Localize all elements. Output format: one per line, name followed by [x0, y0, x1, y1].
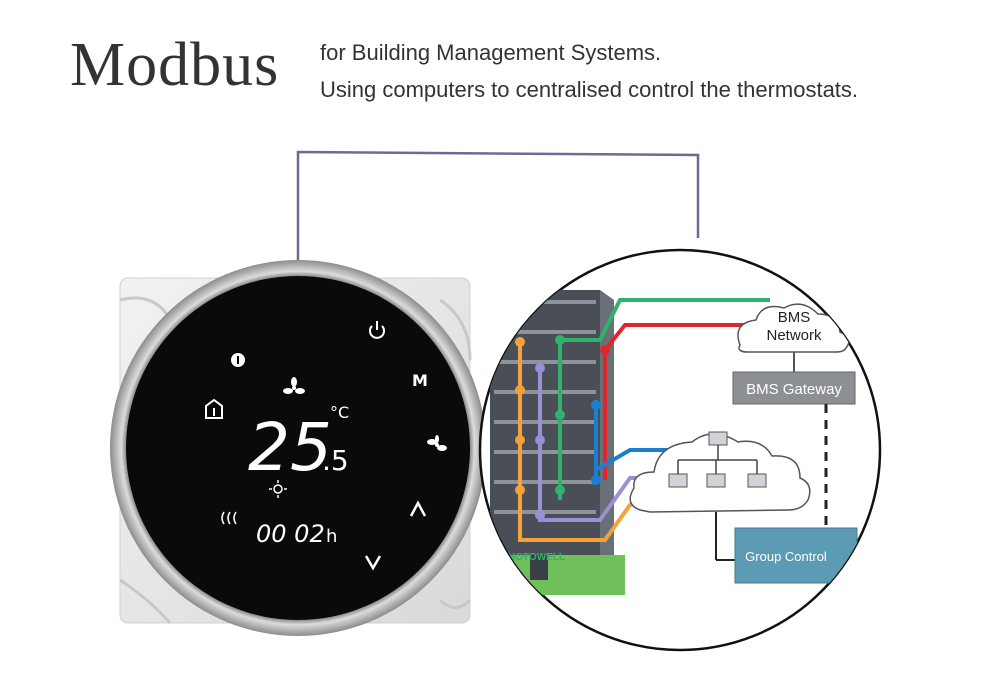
- timer-unit: h: [326, 526, 337, 547]
- thermostat-screen: [126, 276, 470, 620]
- group-control-label: Group Control: [745, 549, 827, 564]
- bms-gateway-box: [732, 371, 856, 405]
- fan-speed-icon[interactable]: [427, 435, 447, 451]
- up-arrow-icon[interactable]: [409, 500, 427, 517]
- down-arrow-icon[interactable]: [364, 555, 382, 571]
- bms-network-label-line2: Network: [766, 327, 822, 344]
- temperature-unit: °C: [330, 403, 349, 422]
- computer-network-cloud: [629, 431, 811, 513]
- info-icon: [231, 353, 245, 367]
- building-logo: HOTOWELL: [508, 552, 565, 563]
- group-control-box: [734, 527, 858, 584]
- connection-line: [296, 150, 700, 262]
- subtitle-line-1: for Building Management Systems.: [320, 40, 662, 65]
- home-icon: [205, 398, 223, 419]
- subtitle-line-2: Using computers to centralised control t…: [320, 77, 859, 102]
- thermostat-device: M 25 .5 °C 00 02 h: [110, 260, 486, 636]
- mode-icon[interactable]: M: [412, 371, 428, 390]
- temperature-decimal: .5: [322, 444, 349, 477]
- heat-icon: [221, 511, 237, 525]
- bms-network-label-line1: BMS: [778, 309, 811, 326]
- fan-icon: [283, 377, 305, 394]
- bms-gateway-label: BMS Gateway: [746, 381, 842, 398]
- sun-icon: [269, 480, 287, 498]
- page-title: Modbus: [70, 31, 280, 99]
- network-diagram: HOTOWELL BMS Network: [478, 248, 882, 652]
- power-icon[interactable]: [369, 321, 385, 339]
- wire-red: [603, 323, 745, 480]
- timer-value: 00 02: [256, 520, 325, 548]
- temperature-main: 25: [248, 409, 332, 486]
